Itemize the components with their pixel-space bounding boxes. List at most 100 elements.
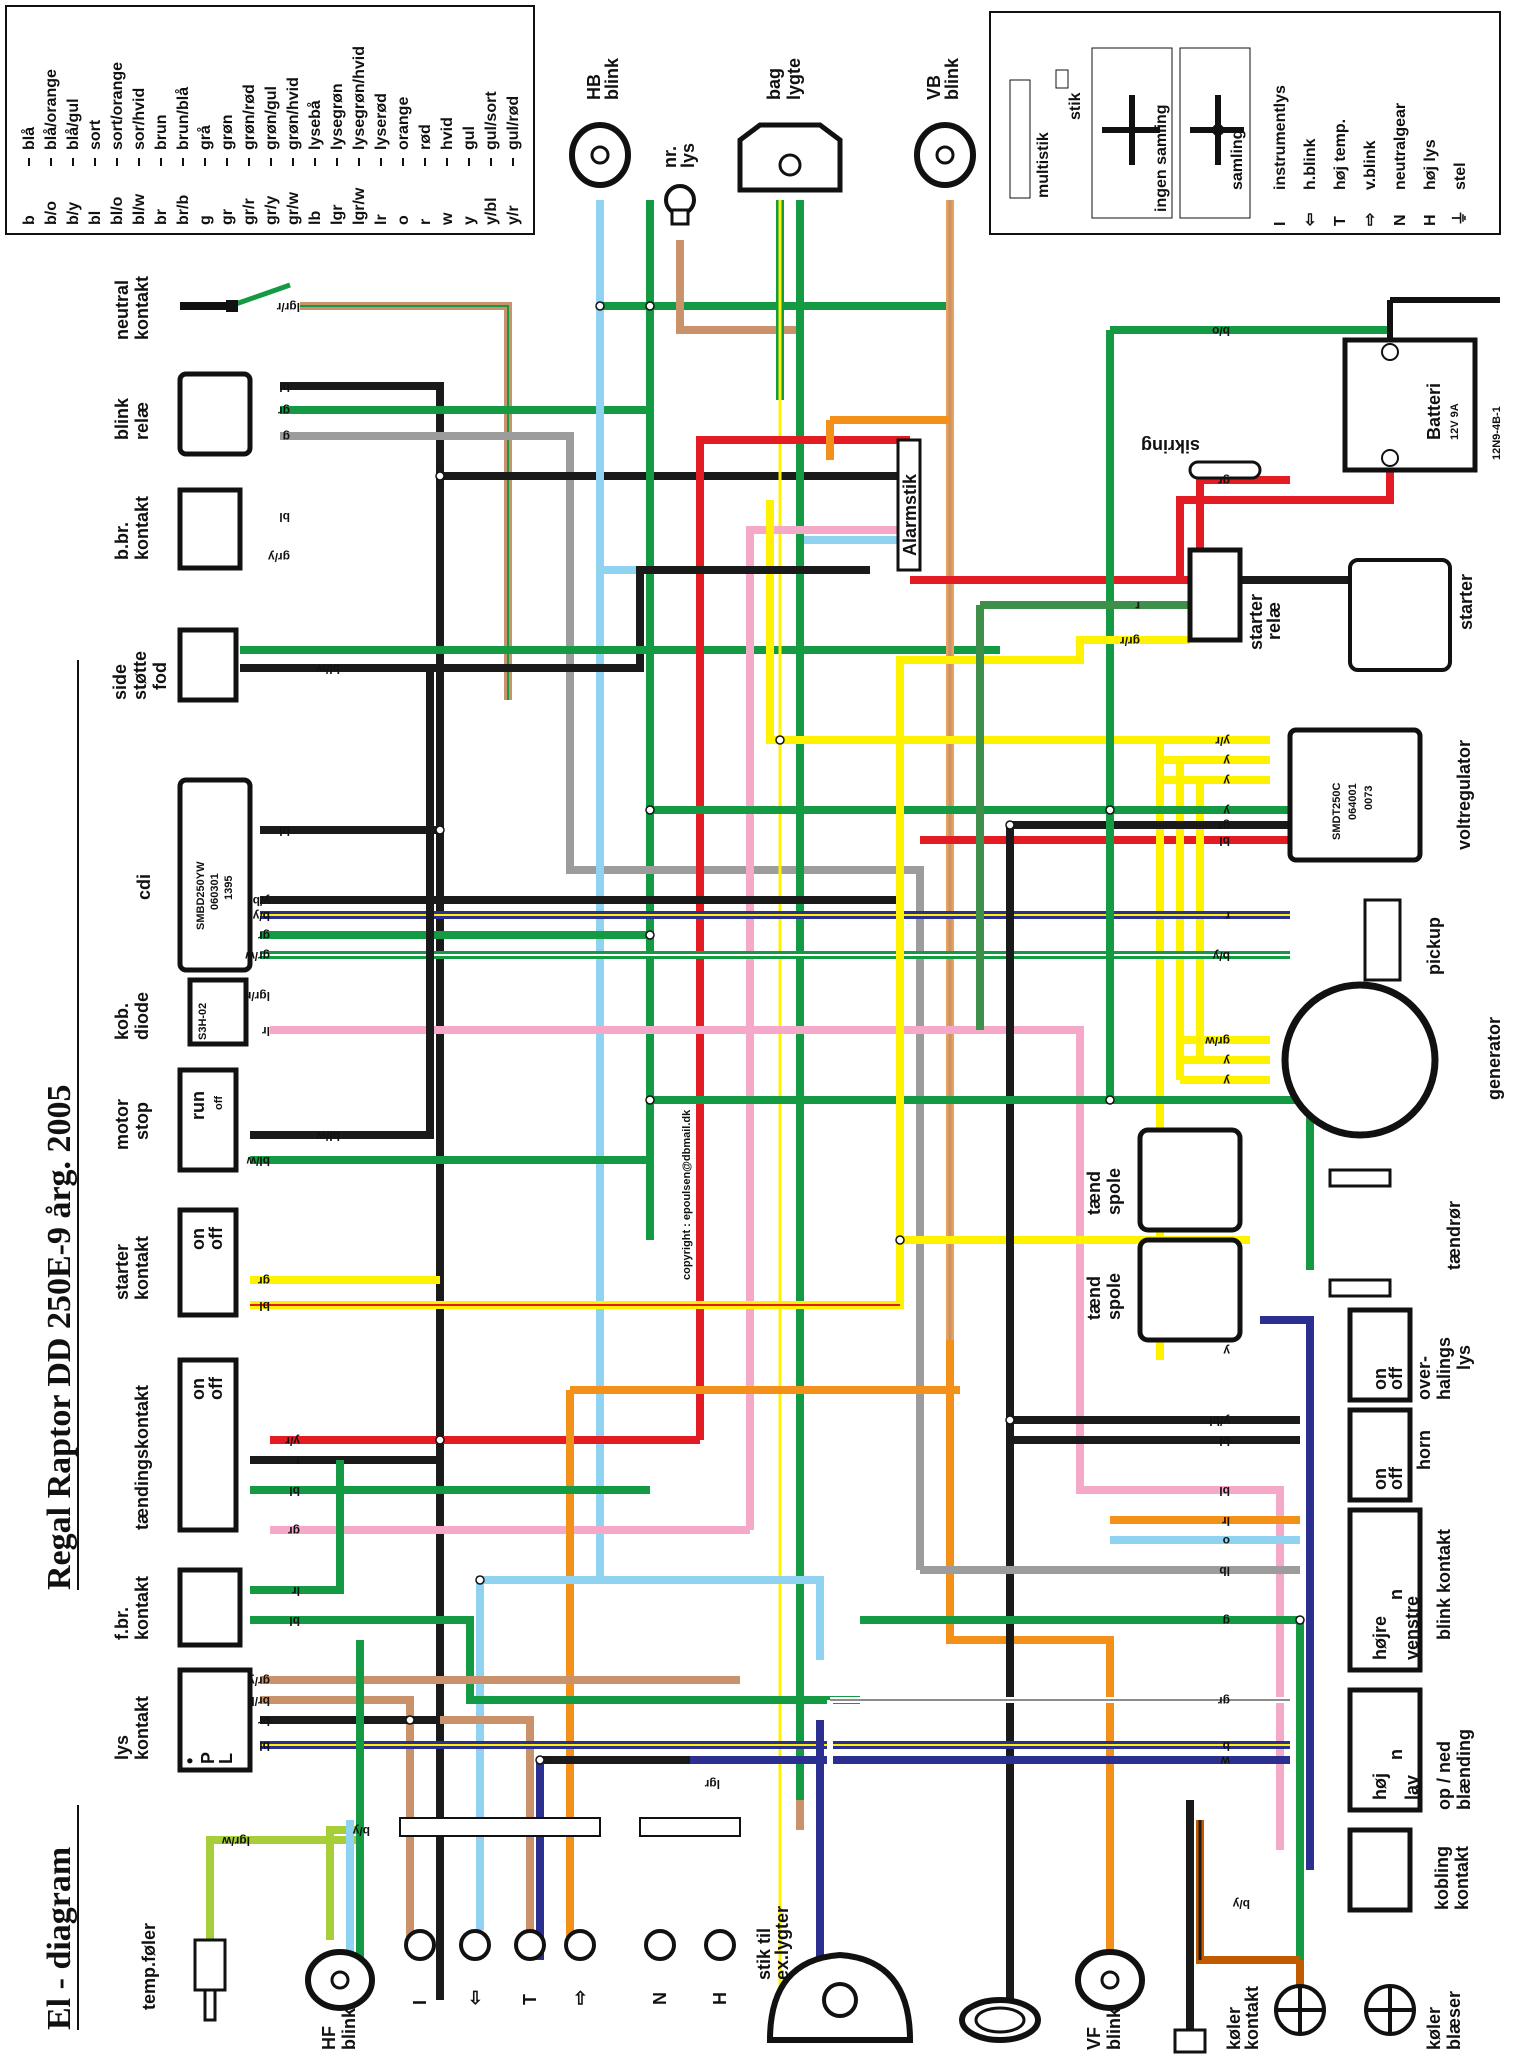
legend-name: gul/sort (483, 91, 500, 150)
wire-code-label: y (1223, 1344, 1230, 1358)
op-ned-label-1: op / ned (1434, 1741, 1454, 1810)
wire-code-label: gr (288, 1524, 300, 1538)
starter-kontakt-on: on (188, 1228, 208, 1250)
wire-red (696, 436, 1394, 1440)
wire-horn-bl (1010, 1416, 1300, 1444)
kobling-label-1: kobling (1432, 1846, 1452, 1910)
motor-stop-run: run (188, 1091, 208, 1120)
starter-kontakt-label-2: kontakt (132, 1236, 152, 1300)
wire-code-label: bl (259, 1299, 270, 1313)
kob-diode-label-2: diode (132, 992, 152, 1040)
legend-name: grøn/rød (241, 84, 258, 150)
legend-code: lgr (329, 205, 346, 225)
wire-code-label: b (1223, 1739, 1230, 1753)
side-label-2: støtte (130, 651, 150, 700)
wire-code-label: bl (279, 510, 290, 524)
color-legend: bblåb/oblå/orangeb/yblå/gulblsortbl/osor… (5, 5, 535, 235)
wire-code-label: bl/w (316, 662, 340, 676)
wire-ign-bl (250, 1456, 650, 1494)
wire-code-label: lr (1222, 1514, 1230, 1528)
motor-stop-label-1: motor (112, 1099, 132, 1150)
wire-orange (566, 416, 1114, 2010)
wire-labels: lgr/rblgrgblgr/ybl/wbl/wbly/blb/ygrgr/wl… (221, 300, 1250, 1911)
taend-spole-2 (1137, 1237, 1243, 1343)
symbol-icon: I (1272, 222, 1289, 226)
legend-stik: stik (1067, 92, 1084, 120)
stik-ex-label-2: ex.lygter (772, 1906, 792, 1980)
koler-blaeser-fans (1274, 1984, 1416, 2036)
wire-code-label: y (1223, 1074, 1230, 1088)
legend-code: bl (87, 211, 104, 225)
pickup-label: pickup (1424, 917, 1444, 975)
wire-code-label: lgr/r (246, 989, 270, 1003)
wire-yellow (766, 500, 1270, 1360)
wire-gr-relay (280, 406, 654, 1240)
vb-blink-label-1: VB (924, 75, 944, 100)
wire-code-label: lr (262, 1024, 270, 1038)
legend-samling: samling (1229, 130, 1246, 190)
wire-code-label: gr/y (248, 1674, 270, 1688)
starter-kontakt-off: off (206, 1226, 226, 1250)
op-ned-pos-1: høj (1370, 1773, 1390, 1800)
wire-code-label: bl/w (316, 1129, 340, 1143)
overhaling-switch (1347, 1307, 1413, 1403)
instrument-lamp-label: ⇦ (465, 1990, 485, 2006)
reg-code-1: SMDT250C (1331, 782, 1343, 840)
starter-motor (1348, 558, 1452, 672)
oh-off: off (1386, 1366, 1406, 1390)
wire-code-label: gr (258, 1274, 270, 1288)
legend-code: br (153, 209, 170, 225)
bk-pos-3: venstre (1402, 1596, 1422, 1660)
legend-code: w (439, 212, 456, 226)
wire-code-label: y (1223, 1054, 1230, 1068)
legend-name: gul/rød (505, 96, 522, 150)
wire-code-label: lgr (704, 1777, 720, 1791)
instrument-lamp (644, 1929, 676, 1961)
neutral-kontakt-label-2: kontakt (132, 276, 152, 340)
symbol-text: v.blink (1362, 140, 1379, 190)
symbol-text: h.blink (1302, 138, 1319, 190)
legend-name: blå/gul (64, 98, 82, 150)
legend-code: y/bl (483, 197, 500, 225)
wire-lgr-r-stripe (300, 305, 509, 700)
legend-name: lysebå (306, 100, 324, 150)
legend-code: bl/w (131, 193, 148, 225)
instrument-lamp-label: T (520, 1994, 540, 2005)
lys-l: L (216, 1753, 236, 1764)
wire-pink-diode (270, 1026, 1284, 1850)
instrument-lamp (704, 1929, 736, 1961)
wire-code-label: gr (278, 404, 290, 418)
symbol-icon: H (1422, 214, 1439, 226)
symbol-text: instrumentlys (1272, 85, 1289, 190)
left-components: neutral kontakt blink relæ b.br. kontakt… (110, 276, 1145, 2050)
generator (1281, 981, 1439, 1139)
legend-code: gr/w (285, 192, 302, 225)
battery (1342, 337, 1478, 473)
starter-kontakt-label-1: starter (112, 1244, 132, 1300)
wire-fbr (250, 1460, 860, 1704)
diode-code: S3H-02 (197, 1003, 209, 1040)
lys-p: P (198, 1752, 218, 1764)
bag-lygte-label-1: bag (764, 68, 784, 100)
legend-name: gul (461, 126, 478, 150)
wire-code-label: bl (279, 824, 290, 838)
wire-lb-hb (476, 200, 604, 1930)
wire-code-label: r (295, 1454, 300, 1468)
wire-code-label: y/r (1215, 734, 1230, 748)
legend-name: blå/orange (42, 69, 60, 150)
hb-blink-lamp (569, 122, 631, 188)
legend-code: gr/r (241, 198, 258, 225)
bbr-kontakt-label-2: kontakt (132, 496, 152, 560)
symbol-text: stel (1452, 162, 1469, 190)
legend-name: orange (395, 97, 412, 150)
instrument-lamp (404, 1929, 436, 1961)
wire-white (827, 1697, 1290, 1900)
wire-code-label: b/y (352, 1824, 370, 1838)
wire-lys-br (260, 1676, 1290, 1960)
wire-code-label: br/b (247, 1694, 270, 1708)
instrument-lamp (459, 1929, 491, 1961)
taendror-2 (1328, 1278, 1392, 1298)
symbol-icon: ⏚ (1451, 210, 1469, 226)
fuse (1188, 460, 1262, 480)
